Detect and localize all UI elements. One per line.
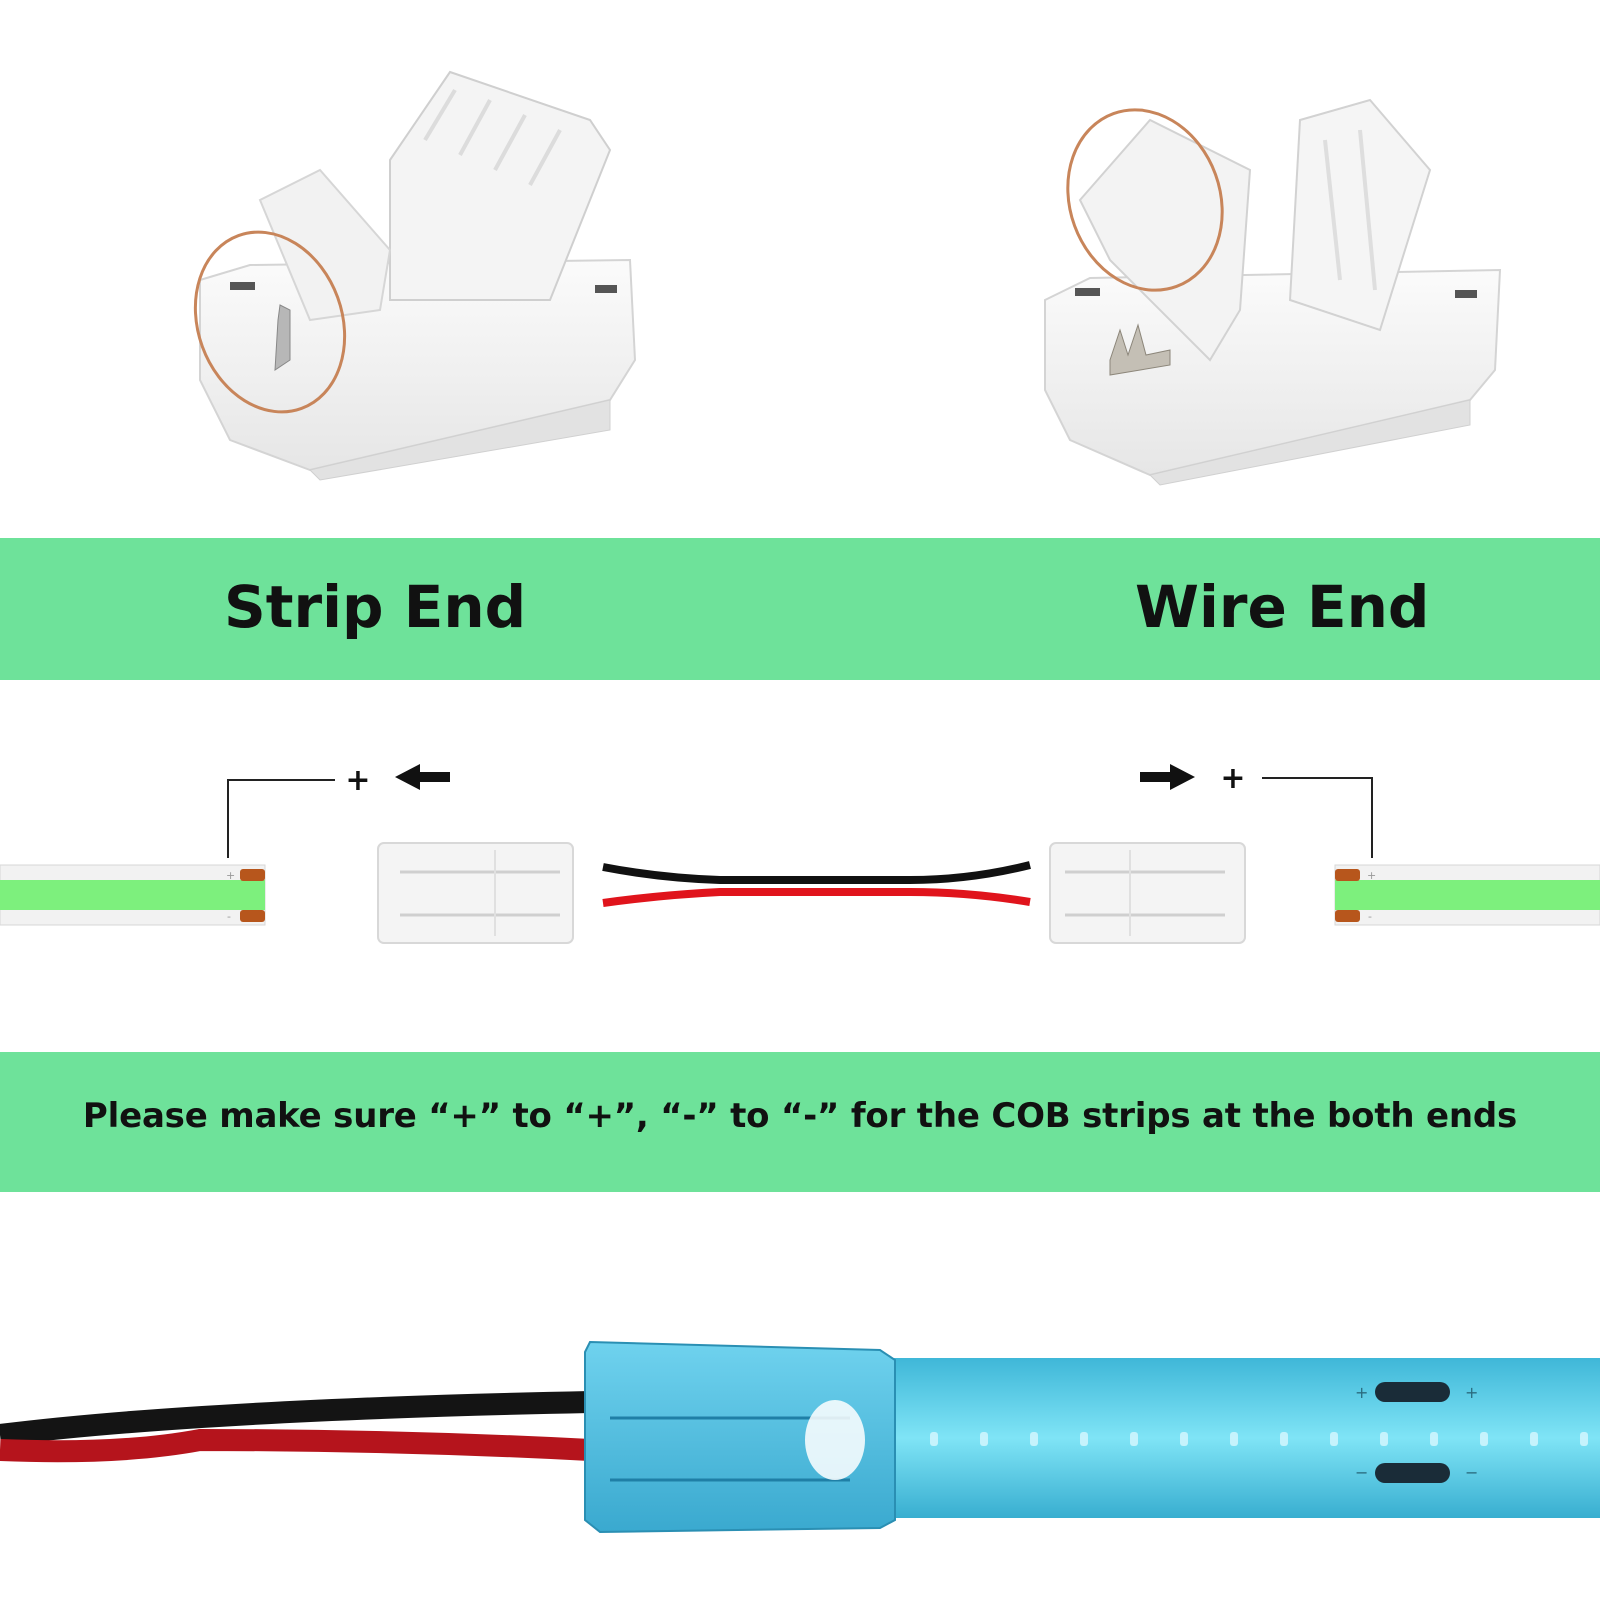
- svg-text:-: -: [1368, 910, 1372, 923]
- highlight-circle: [1066, 108, 1224, 292]
- svg-text:−: −: [1355, 1463, 1368, 1482]
- photo-connector: [584, 1340, 896, 1534]
- svg-text:−: −: [1465, 1463, 1478, 1482]
- polarity-instruction: Please make sure “+” to “+”, “-” to “-” …: [82, 1096, 1518, 1136]
- svg-text:+: +: [1465, 1383, 1478, 1402]
- label-band: [0, 538, 1600, 680]
- connection-diagram: + + + - + -: [0, 761, 1600, 944]
- svg-text:+: +: [1355, 1383, 1368, 1402]
- arrow-left-icon: [395, 764, 450, 790]
- highlight-circle: [193, 230, 347, 414]
- svg-text:-: -: [227, 910, 231, 923]
- right-polarity-callout: [1262, 777, 1373, 858]
- cob-strip-right: + -: [1334, 864, 1600, 926]
- strip-end-label: Strip End: [224, 573, 527, 641]
- instruction-band: [0, 1052, 1600, 1192]
- wire-red: [602, 888, 1031, 907]
- connector-right: [1049, 842, 1246, 944]
- assembled-connector-photo: + + − −: [0, 1340, 1600, 1534]
- photo-cob-strip: [885, 1358, 1600, 1518]
- svg-text:+: +: [226, 869, 235, 882]
- arrow-right-icon: [1140, 764, 1195, 790]
- strip-end-connector-photo: [193, 70, 637, 481]
- cob-strip-left: + -: [0, 864, 266, 926]
- left-polarity-callout: [227, 779, 335, 858]
- photo-wire-black: [0, 1391, 591, 1446]
- wire-end-connector-photo: [1044, 98, 1502, 486]
- wire-end-label: Wire End: [1135, 573, 1430, 641]
- wire-black: [602, 861, 1031, 884]
- photo-wire-red: [0, 1428, 591, 1463]
- plus-sign-left: +: [345, 763, 370, 798]
- svg-text:+: +: [1367, 869, 1376, 882]
- connector-left: [377, 842, 574, 944]
- plus-sign-right: +: [1220, 761, 1245, 796]
